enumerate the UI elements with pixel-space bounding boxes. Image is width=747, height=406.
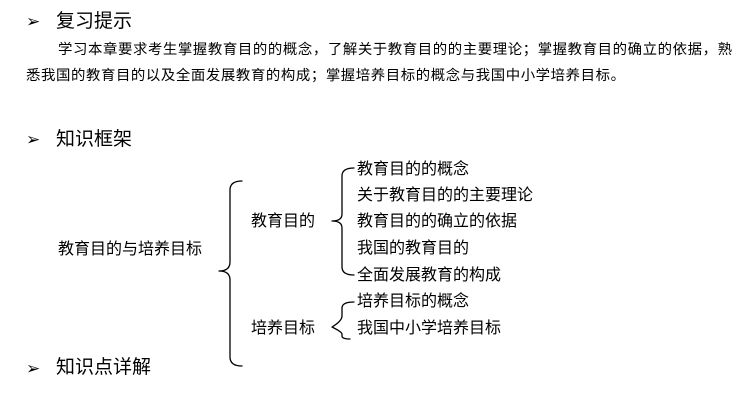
bullet-arrow-icon: ➢ bbox=[26, 359, 41, 379]
tree-leaf: 教育目的的概念 bbox=[357, 159, 470, 178]
tree-leaf: 关于教育目的的主要理论 bbox=[357, 185, 534, 204]
bullet-arrow-icon: ➢ bbox=[26, 12, 41, 32]
brace-training-goal bbox=[331, 301, 355, 340]
bullet-arrow-icon: ➢ bbox=[26, 130, 41, 150]
tree-branch-education-aim: 教育目的 bbox=[251, 211, 316, 230]
heading-knowledge-details: 知识点详解 bbox=[56, 356, 152, 378]
tree-leaf: 我国的教育目的 bbox=[357, 238, 470, 257]
heading-knowledge-framework: 知识框架 bbox=[56, 128, 133, 150]
tree-leaf: 培养目标的概念 bbox=[357, 291, 470, 310]
tree-leaf: 全面发展教育的构成 bbox=[357, 265, 502, 284]
tree-branch-training-goal: 培养目标 bbox=[251, 318, 316, 337]
heading-review-tips: 复习提示 bbox=[56, 10, 133, 32]
tree-leaf: 我国中小学培养目标 bbox=[357, 318, 502, 337]
tree-leaf: 教育目的的确立的依据 bbox=[357, 211, 518, 230]
tree-root-node: 教育目的与培养目标 bbox=[58, 239, 203, 258]
review-tips-paragraph: 学习本章要求考生掌握教育目的的概念，了解关于教育目的的主要理论；掌握教育目的确立… bbox=[26, 42, 733, 84]
brace-root bbox=[218, 180, 243, 367]
brace-education-aim bbox=[331, 167, 355, 276]
